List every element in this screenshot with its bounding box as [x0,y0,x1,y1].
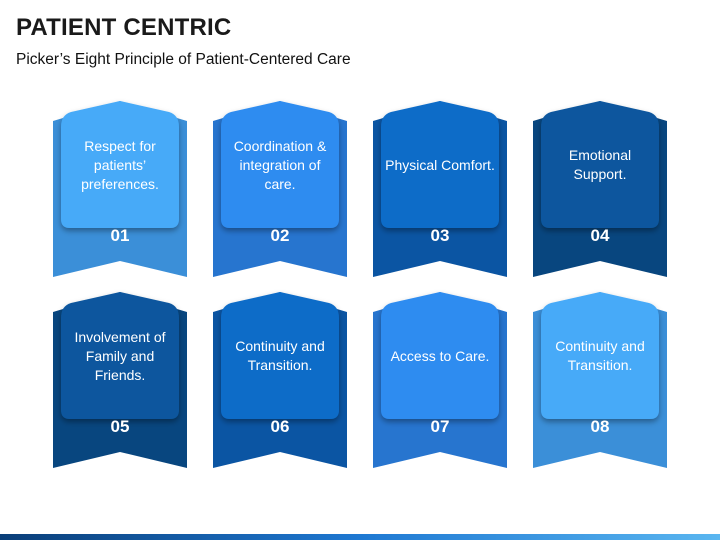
principle-label: Continuity and Transition. [235,338,325,373]
card-shape [53,292,187,468]
principle-label: Access to Care. [390,348,490,364]
card-front-panel [541,292,659,419]
card-shape [373,292,507,468]
principle-number: 02 [270,226,290,245]
card-shape [533,101,667,277]
card-shape [373,101,507,277]
card-front-panel [61,101,179,228]
principle-card-06: Continuity and Transition. 06 [213,292,347,468]
principle-card-03: Physical Comfort. 03 [373,101,507,277]
card-front-panel [221,101,339,228]
card-shape [53,101,187,277]
principle-card-05: Involvement of Family and Friends. 05 [53,292,187,468]
card-front-panel [221,292,339,419]
card-front-panel [61,292,179,419]
principle-label: Involvement of Family and Friends. [74,329,166,383]
card-front-panel [381,292,499,419]
principle-number: 06 [270,417,290,436]
principle-number: 05 [110,417,130,436]
card-shape [213,101,347,277]
principle-label: Coordination & integration of care. [233,138,327,192]
principle-card-08: Continuity and Transition. 08 [533,292,667,468]
principle-number: 04 [590,226,610,245]
principle-card-02: Coordination & integration of care. 02 [213,101,347,277]
card-shape [533,292,667,468]
card-shape [213,292,347,468]
principle-card-04: Emotional Support. 04 [533,101,667,277]
principle-label: Physical Comfort. [385,157,495,173]
principle-label: Continuity and Transition. [555,338,645,373]
principle-card-01: Respect for patients’ preferences. 01 [53,101,187,277]
principle-number: 01 [110,226,130,245]
principle-label: Respect for patients’ preferences. [81,138,159,192]
page-title: PATIENT CENTRIC [16,14,232,41]
principle-number: 03 [430,226,450,245]
principle-card-07: Access to Care. 07 [373,292,507,468]
card-front-panel [541,101,659,228]
page-subtitle: Picker’s Eight Principle of Patient-Cent… [16,51,351,68]
bottom-accent-bar [0,534,720,540]
card-front-panel [381,101,499,228]
principle-number: 07 [430,417,450,436]
principle-label: Emotional Support. [568,147,632,182]
principle-number: 08 [590,417,610,436]
